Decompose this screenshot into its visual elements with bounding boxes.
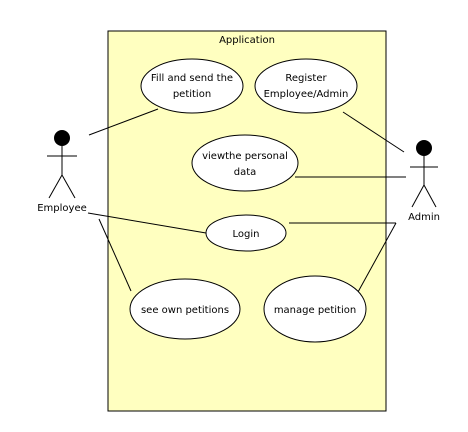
actor-employee-head bbox=[54, 130, 70, 146]
svg-text:see own petitions: see own petitions bbox=[141, 305, 229, 316]
svg-text:Login: Login bbox=[233, 229, 260, 240]
svg-text:Register: Register bbox=[285, 73, 327, 84]
assoc-employee-login bbox=[87, 212, 207, 234]
use-case-view-data: viewthe personal data bbox=[191, 134, 299, 192]
use-case-manage: manage petition bbox=[263, 275, 367, 343]
assoc-employee-fill-send bbox=[88, 108, 159, 136]
svg-text:Employee/Admin: Employee/Admin bbox=[264, 89, 349, 100]
use-case-fill-send: Fill and send the petition bbox=[140, 58, 244, 114]
actor-admin-head bbox=[416, 140, 432, 156]
assoc-admin-manage bbox=[357, 222, 397, 293]
use-case-own-petitions: see own petitions bbox=[129, 278, 241, 340]
use-case-login: Login bbox=[205, 214, 287, 252]
assoc-employee-own-petitions bbox=[98, 218, 132, 292]
actor-admin: Admin bbox=[408, 140, 440, 223]
svg-text:manage petition: manage petition bbox=[274, 305, 356, 316]
svg-text:Fill and send the: Fill and send the bbox=[151, 73, 233, 84]
svg-text:viewthe personal: viewthe personal bbox=[202, 151, 288, 162]
actor-employee: Employee bbox=[37, 130, 87, 214]
assoc-admin-register bbox=[342, 111, 405, 153]
svg-text:data: data bbox=[234, 167, 257, 178]
actor-admin-label: Admin bbox=[408, 212, 440, 223]
use-case-register: Register Employee/Admin bbox=[254, 58, 358, 114]
actor-employee-label: Employee bbox=[37, 203, 87, 214]
svg-text:petition: petition bbox=[173, 89, 211, 100]
system-title: Application bbox=[219, 35, 275, 46]
